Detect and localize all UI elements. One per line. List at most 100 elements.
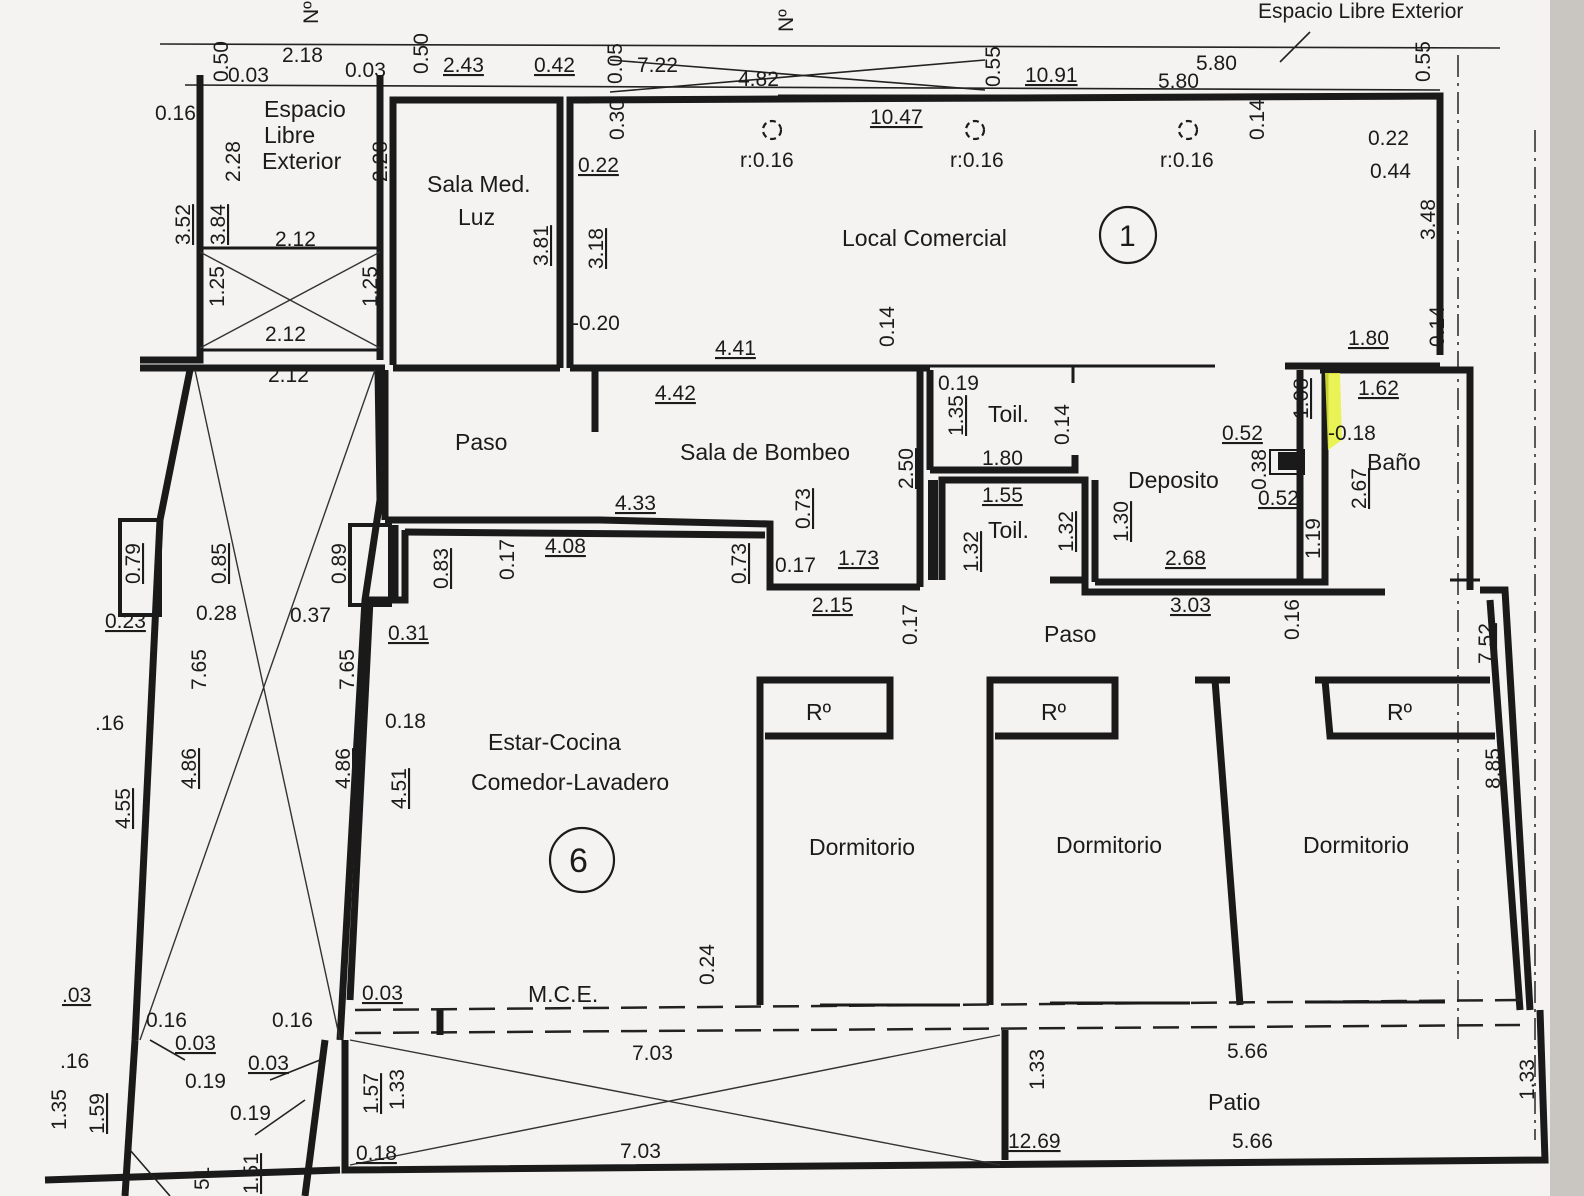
dim-sb-4-08: 4.08	[545, 535, 586, 558]
dim-w-0-37: 0.37	[290, 604, 331, 627]
dim-w-4-86b: 4.86	[332, 748, 355, 789]
room-sala-med-line1: Sala Med.	[427, 171, 531, 197]
dim-m-5-66a: 5.66	[1227, 1040, 1268, 1063]
dim-l-2-28b: 2.28	[369, 141, 392, 182]
dim-m-0-03b: 0.03	[175, 1032, 216, 1055]
dim-l-3-84: 3.84	[207, 204, 230, 245]
dim-w-0-85: 0.85	[208, 543, 231, 584]
dim-m-1-59: 1.59	[86, 1093, 109, 1134]
dim-b-0-18: -0.18	[1328, 422, 1376, 445]
room-espacio-line3: Exterior	[262, 148, 342, 174]
dim-w-0-18: 0.18	[385, 710, 426, 733]
dim-b-2-67: 2.67	[1348, 468, 1371, 509]
dim-m-0-18: 0.18	[356, 1142, 397, 1165]
dim-top-0-50a: 0.50	[210, 41, 233, 82]
dim-m-1-33b: 1.33	[1026, 1049, 1049, 1090]
dim-top-0-03b: 0.03	[345, 59, 386, 82]
dim-t-1-32b: 1.32	[1055, 511, 1078, 552]
room-toil-1: Toil.	[988, 401, 1029, 427]
dim-w-0-89: 0.89	[328, 543, 351, 584]
dim-t-1-55: 1.55	[982, 484, 1023, 507]
north-mark-2: Nº	[775, 9, 798, 32]
walls	[44, 75, 1549, 1196]
dim-w-4-51: 4.51	[388, 768, 411, 809]
room-ropero-2: Rº	[1041, 699, 1067, 725]
dim-m-7-03b: 7.03	[620, 1140, 661, 1163]
dim-sb-0-17b: 0.17	[899, 604, 922, 645]
dim-lc-0-14a: 0.14	[1246, 99, 1269, 140]
dim-w-0-16: .16	[95, 712, 124, 735]
local-number: 1	[1119, 220, 1136, 253]
dim-b-7-52: 7.52	[1475, 623, 1498, 664]
dim-top-10-91: 10.91	[1025, 64, 1078, 87]
dim-d-0-16: 0.16	[1281, 599, 1304, 640]
room-sala-med-line2: Luz	[458, 204, 495, 230]
room-paso-2: Paso	[1044, 621, 1096, 647]
dim-lc-0-22: 0.22	[1368, 127, 1409, 150]
dim-l-2-12b: 2.12	[265, 323, 306, 346]
dim-w-7-65a: 7.65	[188, 649, 211, 690]
dim-d-1-30: 1.30	[1110, 501, 1133, 542]
dim-top-0-55b: 0.55	[1412, 41, 1435, 82]
dim-sm-3-81: 3.81	[530, 225, 553, 266]
dim-lc-0-14b: 0.14	[876, 306, 899, 347]
room-estar-line2: Comedor-Lavadero	[471, 769, 669, 795]
dim-m-51b: 1.51	[240, 1153, 263, 1194]
local-number-circle	[1098, 205, 1158, 265]
dim-m-0-03a: 0.03	[362, 982, 403, 1005]
dim-m-1-33c: 1.33	[1516, 1059, 1539, 1100]
dim-lc-3-48: 3.48	[1417, 199, 1440, 240]
dim-sb-2-50: 2.50	[895, 448, 918, 489]
dim-m-0-03c: 0.03	[248, 1052, 289, 1075]
room-sala-bombeo: Sala de Bombeo	[680, 439, 850, 465]
room-bano: Baño	[1367, 449, 1421, 475]
dim-lc-4-41: 4.41	[715, 337, 756, 360]
dim-sb-0-17c: 0.17	[496, 539, 519, 580]
column-radius-1: r:0.16	[740, 149, 794, 172]
dim-w-0-28: 0.28	[196, 602, 237, 625]
room-dormitorio-2: Dormitorio	[1056, 832, 1162, 858]
dim-w-4-86a: 4.86	[178, 748, 201, 789]
dim-sm-0-22: 0.22	[578, 154, 619, 177]
room-espacio-line2: Libre	[264, 122, 315, 148]
dim-lc-0-44: 0.44	[1370, 160, 1411, 183]
dim-w-0-23: 0.23	[105, 610, 146, 633]
void-crosses	[129, 251, 1001, 1196]
dim-w-0-31: 0.31	[388, 622, 429, 645]
dim-m-7-03a: 7.03	[632, 1042, 673, 1065]
dim-b-1-62: 1.62	[1358, 377, 1399, 400]
dim-lc-0-14c: 0.14	[1426, 306, 1449, 347]
paper-edge	[1550, 0, 1584, 1196]
dim-sb-0-17a: 0.17	[775, 554, 816, 577]
dim-l-1-25a: 1.25	[206, 266, 229, 307]
dim-m-1-33a: 1.33	[386, 1069, 409, 1110]
dim-m-0-16a: 0.16	[146, 1009, 187, 1032]
estar-number-circle	[548, 826, 616, 894]
dim-m-12-69: 12.69	[1008, 1130, 1061, 1153]
dim-b-8-85: 8.85	[1482, 748, 1505, 789]
dim-t-0-19: 0.19	[938, 372, 979, 395]
dim-l-1-25b: 1.25	[359, 266, 382, 307]
dim-sb-0-73a: 0.73	[792, 488, 815, 529]
room-deposito: Deposito	[1128, 467, 1219, 493]
dim-t-1-80: 1.80	[982, 447, 1023, 470]
dim-w-0-79: 0.79	[122, 543, 145, 584]
dim-top-7-22: 7.22	[637, 54, 678, 77]
room-local-comercial: Local Comercial	[842, 225, 1007, 251]
room-paso-1: Paso	[455, 429, 507, 455]
dim-sb-1-73: 1.73	[838, 547, 879, 570]
dim-sb-4-33: 4.33	[615, 492, 656, 515]
highlight-mark	[1325, 373, 1342, 450]
dim-l-3-52: 3.52	[172, 204, 195, 245]
dim-d-1-08: 1.08	[1290, 378, 1313, 419]
column-radius-2: r:0.16	[950, 149, 1004, 172]
espacio-libre-note: Espacio Libre Exterior	[1258, 0, 1463, 23]
dim-m-51a: 51	[191, 1167, 214, 1190]
dim-l-0-16: 0.16	[155, 102, 196, 125]
dim-d-0-52b: 0.52	[1258, 487, 1299, 510]
dim-d-0-38: 0.38	[1248, 449, 1271, 490]
dim-top-0-05: 0.05	[604, 43, 627, 84]
dim-m-1-57: 1.57	[360, 1073, 383, 1114]
